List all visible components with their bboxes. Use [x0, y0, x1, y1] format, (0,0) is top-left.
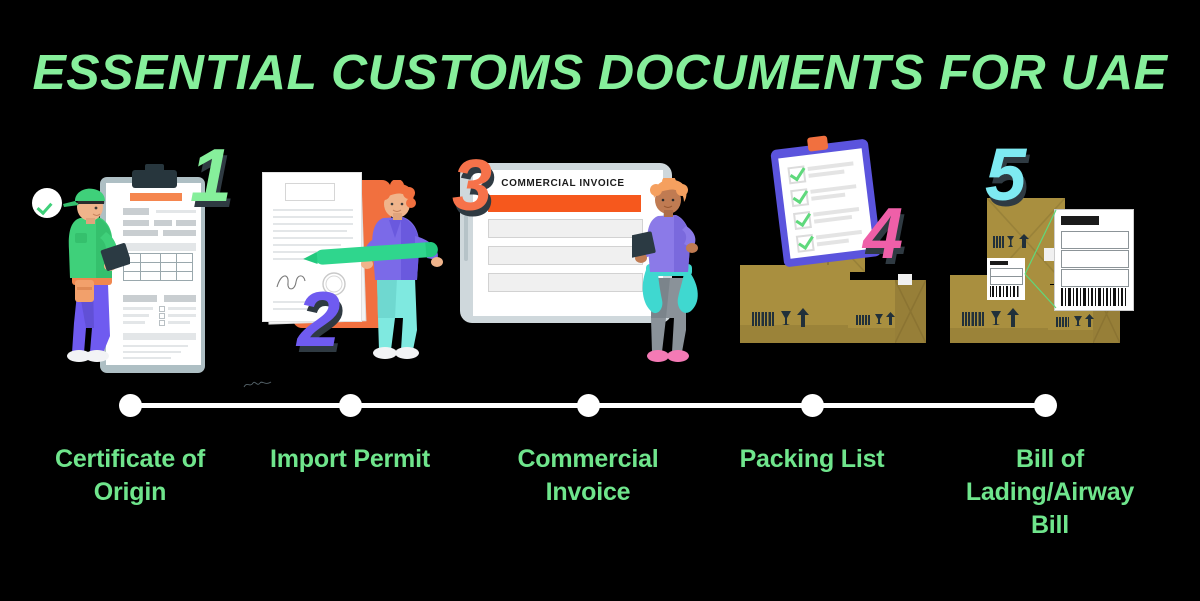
- invoice-field-row: [488, 246, 643, 265]
- person-with-tablet-icon: [632, 178, 698, 362]
- checklist-paper: [778, 148, 874, 259]
- illustration-row: 1 1: [0, 133, 1200, 388]
- step-label-5-line-2: Lading/Airway: [965, 478, 1135, 506]
- clipboard-clip-icon: [132, 170, 177, 188]
- invoice-field-row: [488, 273, 643, 292]
- clipboard-clip-icon: [806, 135, 829, 152]
- step-label-3-line-2: Invoice: [545, 478, 631, 506]
- illustration-step-3: COMMERCIAL INVOICE: [450, 140, 710, 380]
- illustration-step-5: 5 5: [945, 133, 1145, 380]
- illustration-step-4: 4 4: [735, 135, 926, 380]
- signature-scribble-icon: [276, 275, 306, 290]
- step-labels: Certificate of Origin Import Permit Comm…: [0, 443, 1200, 583]
- checkbox-checked-icon: [787, 165, 807, 185]
- step-label-3-line-1: Commercial: [517, 445, 659, 473]
- step-label-2: Import Permit: [250, 443, 450, 476]
- this-way-up-symbol-icon: [797, 308, 809, 327]
- timeline-dot-4[interactable]: [801, 394, 824, 417]
- signature-icon: [243, 381, 272, 388]
- check-badge-icon: [32, 188, 62, 218]
- step-number-3: 3 3: [452, 146, 496, 232]
- clipboard-paper-icon: [106, 183, 272, 388]
- clipboard-clip-top-icon: [145, 164, 164, 172]
- invoice-header-bar: [488, 195, 641, 212]
- invoice-document-title: COMMERCIAL INVOICE: [501, 178, 625, 189]
- barcode-icon: [1061, 288, 1126, 306]
- step-label-3: Commercial Invoice: [488, 443, 688, 509]
- step-label-4-line-1: Packing List: [739, 445, 885, 473]
- step-label-2-line-1: Import Permit: [270, 445, 430, 473]
- fragile-glass-symbol-icon: [781, 311, 791, 325]
- step-label-1: Certificate of Origin: [30, 443, 230, 509]
- timeline-dot-2[interactable]: [339, 394, 362, 417]
- illustration-step-2: 2 2: [255, 140, 455, 380]
- tablet-side-button-icon: [464, 215, 468, 261]
- step-number-5: 5 5: [985, 133, 1030, 222]
- stamp-circle-icon: [322, 272, 346, 296]
- barcode-symbol-icon: [962, 312, 984, 326]
- step-label-5: Bill of Lading/Airway Bill: [940, 443, 1160, 542]
- checkbox-checked-icon: [790, 188, 810, 208]
- step-label-5-line-3: Bill: [1030, 511, 1070, 539]
- timeline-dot-3[interactable]: [577, 394, 600, 417]
- step-label-5-line-1: Bill of: [1015, 445, 1085, 473]
- step-label-1-line-1: Certificate of: [54, 445, 205, 473]
- step-number-1: 1 1: [190, 133, 235, 223]
- step-number-2: 2 2: [297, 275, 344, 369]
- shipping-label-zoom-icon: [1055, 210, 1133, 310]
- step-label-4: Packing List: [712, 443, 912, 476]
- invoice-field-row: [488, 219, 643, 238]
- step-number-4: 4 4: [863, 194, 907, 280]
- checkbox-checked-icon: [795, 233, 815, 253]
- form-table-icon: [123, 253, 193, 281]
- page-title: ESSENTIAL CUSTOMS DOCUMENTS FOR UAE: [32, 46, 1168, 100]
- timeline-dot-5[interactable]: [1034, 394, 1057, 417]
- person-figure-icon: [361, 180, 443, 359]
- timeline-dot-1[interactable]: [119, 394, 142, 417]
- checkbox-checked-icon: [792, 211, 812, 230]
- worker-figure-icon: [63, 188, 130, 362]
- step-label-1-line-2: Origin: [93, 478, 167, 506]
- this-way-up-symbol-icon: [1019, 234, 1029, 248]
- illustration-step-1: 1 1: [20, 133, 272, 388]
- form-highlight-bar: [130, 193, 182, 201]
- shipping-label-small-icon: [987, 258, 1025, 300]
